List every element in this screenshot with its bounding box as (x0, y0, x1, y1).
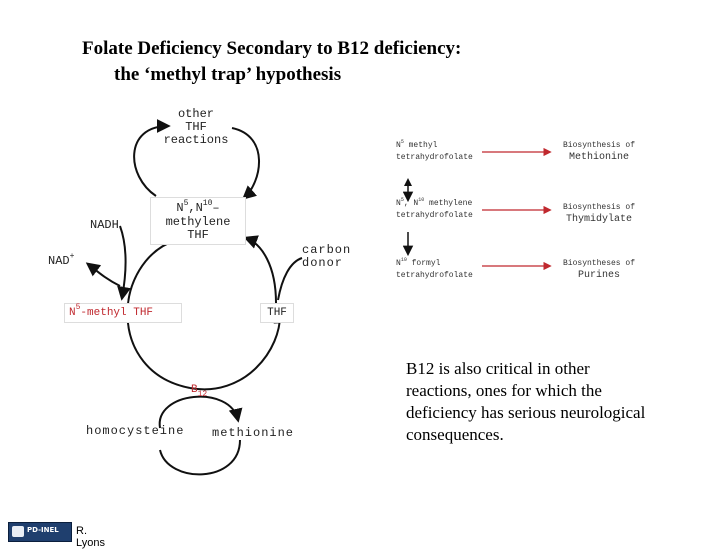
methionine-label: methionine (212, 426, 295, 440)
pathway-to-3: Biosyntheses of Purines (562, 259, 635, 281)
top-cycle-up-arc (133, 119, 171, 197)
b12-label: B12 (191, 384, 208, 399)
other-thf-reactions-label: other THF reactions (163, 107, 229, 147)
thf-box: THF (260, 303, 294, 323)
pathway-from-2: N5, N10 methylene tetrahydrofolate (396, 197, 473, 220)
nadh-label: NADH (90, 218, 119, 232)
pathway-from-3: N10 formyl tetrahydrofolate (396, 257, 473, 280)
main-cycle-bottom-arc (189, 309, 288, 391)
carbon-donor-label: carbon donor (302, 243, 352, 270)
title-line-1: Folate Deficiency Secondary to B12 defic… (82, 38, 462, 59)
title-line-2: the ‘methyl trap’ hypothesis (114, 64, 342, 85)
license-icon (12, 526, 24, 537)
b12-note: B12 is also critical in other reactions,… (406, 359, 646, 444)
main-cycle-right-arc (243, 235, 277, 304)
top-cycle-down-arc (231, 127, 260, 200)
pathway-to-2: Biosynthesis of Thymidylate (562, 203, 635, 225)
carbon-donor-arc (277, 257, 303, 301)
bottom-cycle (158, 395, 243, 476)
pathway-from-1: N5 methyl tetrahydrofolate (396, 139, 473, 162)
pathway-arrows (402, 147, 552, 271)
author-credit: R. Lyons (76, 525, 105, 549)
top-cycle (133, 119, 260, 200)
bottom-cycle-bottom-arc (159, 439, 241, 476)
bottom-cycle-top-arc (158, 395, 243, 429)
pathway-to-1: Biosynthesis of Methionine (562, 141, 635, 163)
homocysteine-label: homocysteine (86, 424, 185, 438)
nad-plus-label: NAD+ (48, 252, 75, 268)
methylene-thf-box: N5,N10– methylene THF (150, 197, 246, 245)
methyl-thf-box: N5-methyl THF (64, 303, 182, 323)
license-badge[interactable]: PD-INEL (8, 522, 72, 542)
nadh-arc (85, 225, 131, 301)
